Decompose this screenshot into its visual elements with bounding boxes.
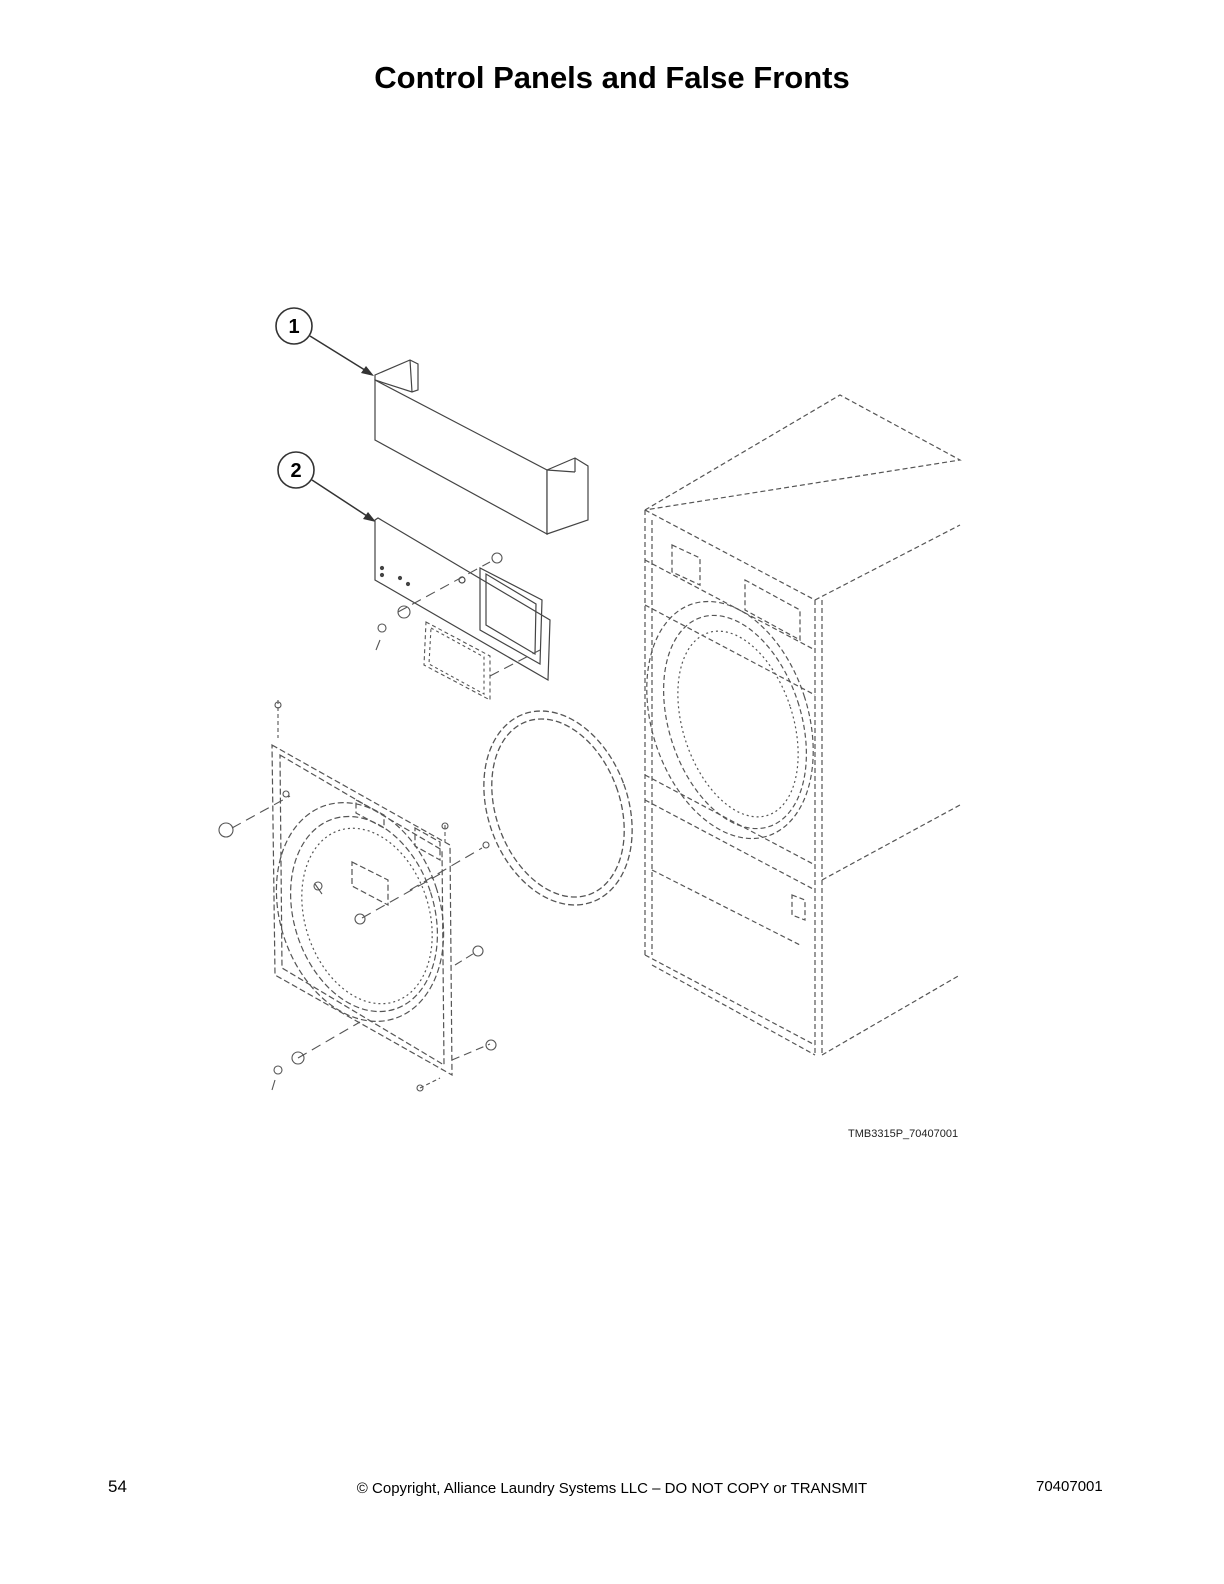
false-front-hardware xyxy=(218,700,497,1092)
false-front-panel xyxy=(271,743,453,1077)
copyright-notice: © Copyright, Alliance Laundry Systems LL… xyxy=(356,1480,868,1497)
figure-identifier: TMB3315P_70407001 xyxy=(848,1128,959,1140)
control-panel-box xyxy=(374,359,589,536)
dryer-cabinet xyxy=(644,394,962,1056)
door-gasket-ring xyxy=(483,710,633,906)
document-number: 70407001 xyxy=(1036,1478,1103,1495)
svg-text:2: 2 xyxy=(290,460,301,482)
page-title: Control Panels and False Fronts xyxy=(374,60,850,95)
page-number: 54 xyxy=(108,1477,127,1496)
panel-hardware xyxy=(375,552,541,701)
callout-1: 1 xyxy=(275,307,374,376)
callout-2: 2 xyxy=(277,451,376,522)
svg-text:1: 1 xyxy=(288,316,299,338)
control-panel-plate xyxy=(374,517,551,682)
